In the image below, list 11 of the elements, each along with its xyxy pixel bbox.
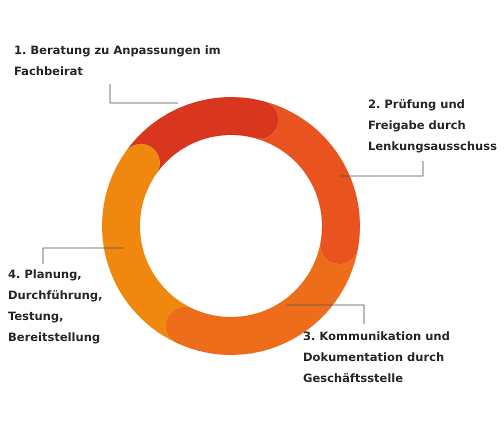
step-label: 2. Prüfung und Freigabe durch Lenkungsausschuss [368, 97, 497, 153]
step-label: 4. Planung, Durchführung, Testung, Bereitstellung [8, 267, 102, 344]
leader-line [340, 160, 424, 176]
step-label: 1. Beratung zu Anpassungen im Fachbeirat [14, 43, 221, 78]
ring-segment [125, 97, 278, 174]
step-label: 3. Kommunikation und Dokumentation durch Geschäftsstelle [303, 329, 450, 385]
leader-line [110, 84, 178, 104]
ring-segment [254, 101, 360, 264]
ring-segment [102, 144, 193, 343]
leader-line [42, 248, 124, 264]
leader-line [286, 304, 364, 324]
